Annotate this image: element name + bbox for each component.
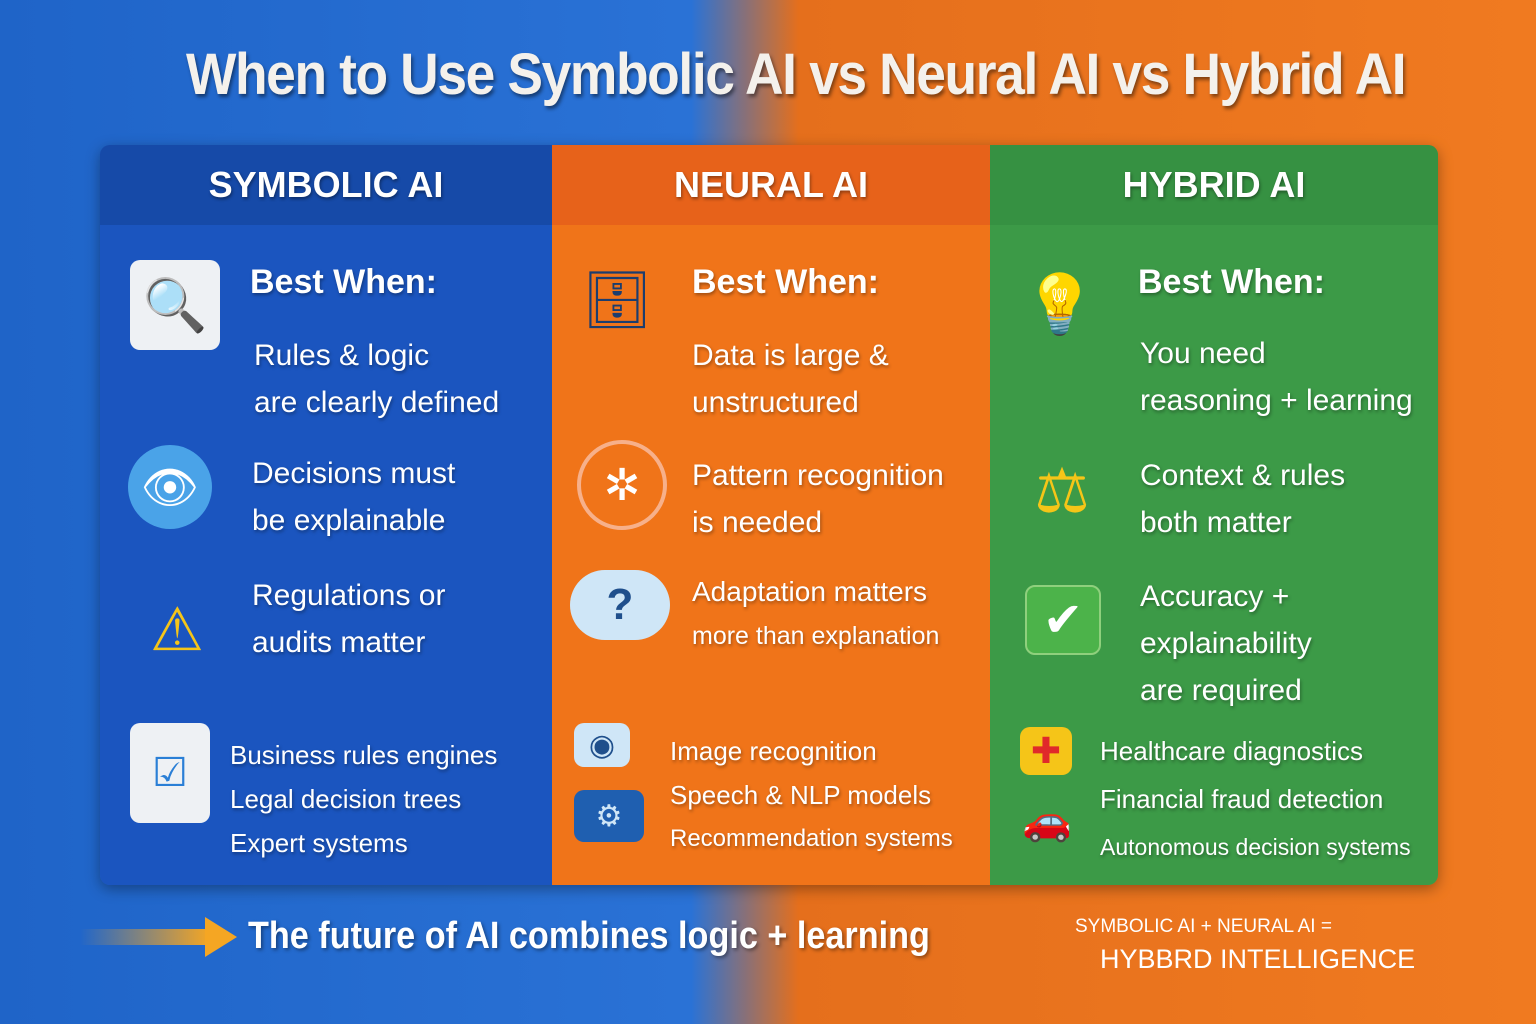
criterion-line: Data is large & [692,339,889,372]
example-item: Autonomous decision systems [1100,834,1411,860]
criterion: Decisions must be explainable [252,450,455,544]
network-sphere-icon: ✲ [577,440,667,530]
examples-list: Image recognition Speech & NLP models Re… [670,729,953,861]
criterion-line: Context & rules [1140,459,1346,492]
criterion: Accuracy + explainability are required [1140,573,1312,714]
example-item: Recommendation systems [670,825,953,852]
checklist-magnifier-icon: 🔍 [130,260,220,350]
criterion-line: reasoning + learning [1140,384,1413,417]
example-item: Expert systems [230,828,408,858]
documents-warning-icon: ⚠ [150,596,204,663]
criterion-line: Decisions must [252,457,456,490]
criterion-line: Adaptation matters [692,576,928,607]
criterion-line: audits matter [252,626,426,659]
criterion-line: are clearly defined [254,386,500,419]
best-when-heading: Best When: [692,263,879,301]
car-icon: 🚗 [1022,798,1072,843]
criterion-line: unstructured [692,386,859,419]
medical-kit-icon: ✚ [1020,727,1072,775]
monitor-hand-icon: ⚙ [574,790,644,842]
example-item: Healthcare diagnostics [1100,736,1364,766]
cloud-question-icon: ? [570,570,670,640]
comparison-panel: SYMBOLIC AI 🔍 Best When: Rules & logic ar… [100,145,1438,885]
lightbulb-gears-icon: 💡 [1023,272,1097,337]
criterion-line: Pattern recognition [692,459,944,492]
symbolic-column: SYMBOLIC AI 🔍 Best When: Rules & logic ar… [100,145,552,885]
criterion-line: be explainable [252,504,446,537]
criterion-line: Rules & logic [254,339,430,372]
criterion: Adaptation matters more than explanation [692,570,939,658]
example-item: Business rules engines [230,740,498,770]
criterion-line: more than explanation [692,622,940,650]
examples-list: Healthcare diagnostics Financial fraud d… [1100,727,1411,871]
criterion: Rules & logic are clearly defined [254,332,499,426]
column-header: NEURAL AI [552,145,990,225]
best-when-heading: Best When: [1138,263,1325,301]
criterion: Context & rules both matter [1140,452,1345,546]
page-title: When to Use Symbolic AI vs Neural AI vs … [185,42,1407,107]
criterion-line: both matter [1140,506,1292,539]
criterion-line: is needed [692,506,823,539]
column-header: HYBRID AI [990,145,1438,225]
hybrid-column: HYBRID AI 💡 Best When: You need reasoning… [990,145,1438,885]
equation-line: SYMBOLIC AI + NEURAL AI = [1075,916,1332,937]
example-item: Legal decision trees [230,784,462,814]
example-item: Speech & NLP models [670,780,932,810]
camera-icon: ◉ [574,723,630,767]
scales-icon: ⚖ [1034,456,1090,526]
column-header: SYMBOLIC AI [100,145,552,225]
documents-icon: ☑ [130,723,210,823]
footer: The future of AI combines logic + learni… [80,915,1006,958]
example-item: Financial fraud detection [1100,784,1384,814]
criterion-line: Accuracy + [1140,580,1290,613]
criterion: You need reasoning + learning [1140,330,1413,424]
criterion-line: explainability [1140,627,1312,660]
footer-tagline: The future of AI combines logic + learni… [248,915,930,957]
example-item: Image recognition [670,736,877,766]
criterion: Regulations or audits matter [252,572,445,666]
database-chart-icon: 🗄 [581,268,653,331]
best-when-heading: Best When: [250,263,437,301]
eye-icon: 👁 [128,445,212,529]
arrow-right-icon [80,916,240,957]
criterion: Data is large & unstructured [692,332,889,426]
criterion-line: are required [1140,674,1302,707]
criterion-line: You need [1140,337,1266,370]
criterion: Pattern recognition is needed [692,452,944,546]
checkmark-icon: ✔ [1025,585,1101,655]
examples-list: Business rules engines Legal decision tr… [230,733,497,865]
equation-result: HYBBRD INTELLIGENCE [1100,944,1416,974]
criterion-line: Regulations or [252,579,446,612]
neural-column: NEURAL AI 🗄 Best When: Data is large & un… [552,145,990,885]
